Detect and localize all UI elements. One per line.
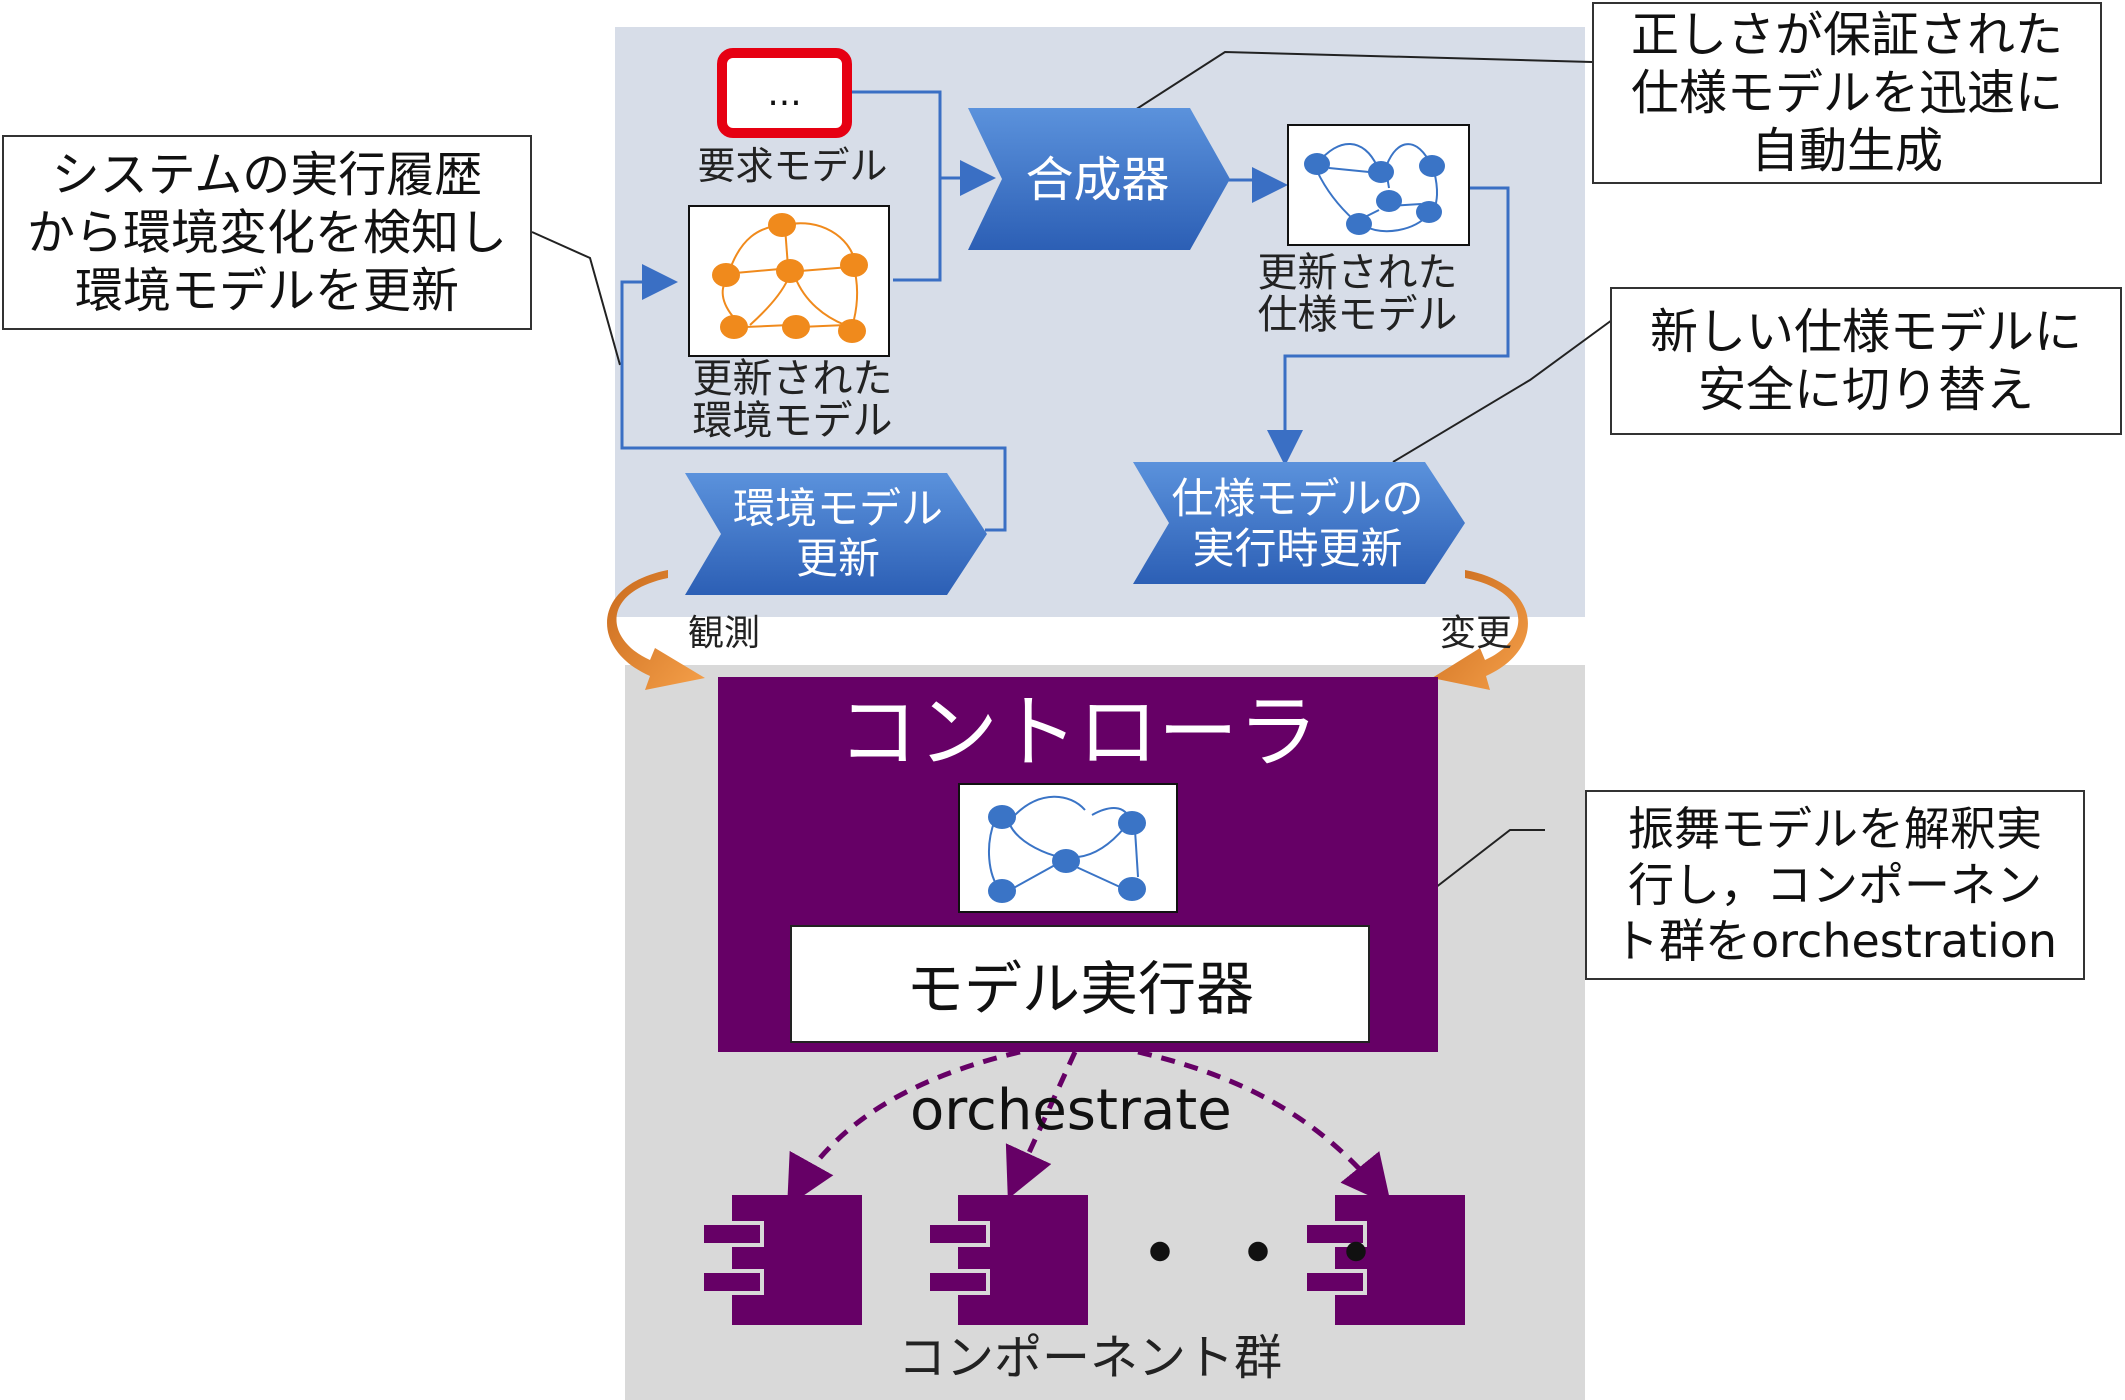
leader-env-detect xyxy=(531,231,621,366)
orchestrate-arrow-1 xyxy=(787,1049,1021,1207)
change-cycle-arrow xyxy=(1432,570,1528,690)
orchestrate-label: orchestrate xyxy=(910,1078,1232,1143)
orchestrate-arrow-2 xyxy=(1005,1050,1078,1200)
arrow-spec-to-runtime xyxy=(1267,186,1510,466)
model-executor-box: モデル実行器 xyxy=(790,925,1370,1043)
spec-runtime-update-label: 仕様モデルの 実行時更新 xyxy=(1171,474,1424,573)
observe-label: 観測 xyxy=(688,613,761,654)
model-executor-label: モデル実行器 xyxy=(905,955,1254,1023)
arrow-synth-to-spec xyxy=(1225,167,1288,203)
leader-controller xyxy=(1434,829,1545,889)
updated-env-model-thumbnail xyxy=(688,205,890,357)
synthesizer-chevron xyxy=(968,108,1230,250)
component-3-icon xyxy=(1305,1195,1465,1325)
updated-spec-model-thumbnail xyxy=(1287,124,1470,246)
updated-spec-model-label: 更新された 仕様モデル xyxy=(1257,250,1458,338)
controller-callout: 振舞モデルを解釈実 行し，コンポーネン ト群をorchestration xyxy=(1585,790,2085,980)
env-update-chevron xyxy=(685,473,987,595)
component-2-icon xyxy=(928,1195,1088,1325)
requirement-model-box: ... xyxy=(717,48,852,138)
arrow-envupdate-to-env xyxy=(620,264,1007,532)
spec-runtime-update-chevron xyxy=(1133,462,1465,584)
components-group-label: コンポーネント群 xyxy=(897,1330,1282,1386)
switch-callout: 新しい仕様モデルに 安全に切り替え xyxy=(1610,287,2122,435)
synthesis-callout: 正しさが保証された 仕様モデルを迅速に 自動生成 xyxy=(1592,2,2102,184)
arrow-env-to-synth xyxy=(893,178,942,282)
updated-env-model-label: 更新された 環境モデル xyxy=(692,356,893,444)
env-detect-callout: システムの実行履歴 から環境変化を検知し 環境モデルを更新 xyxy=(2,135,532,330)
controller-title: コントローラ xyxy=(838,686,1318,779)
components-ellipsis: ・・・ xyxy=(1120,1208,1414,1301)
requirement-model-placeholder: ... xyxy=(767,72,802,114)
observe-cycle-arrow xyxy=(607,570,705,690)
env-update-label: 環境モデル 更新 xyxy=(732,484,943,583)
arrow-req-to-synth xyxy=(852,90,996,196)
requirement-model-label: 要求モデル xyxy=(697,144,888,188)
change-label: 変更 xyxy=(1440,613,1513,654)
leader-synth xyxy=(1134,50,1593,111)
behavior-model-thumbnail xyxy=(958,783,1178,913)
synthesizer-label: 合成器 xyxy=(1025,152,1170,208)
component-1-icon xyxy=(702,1195,862,1325)
leader-switch xyxy=(1392,319,1613,463)
